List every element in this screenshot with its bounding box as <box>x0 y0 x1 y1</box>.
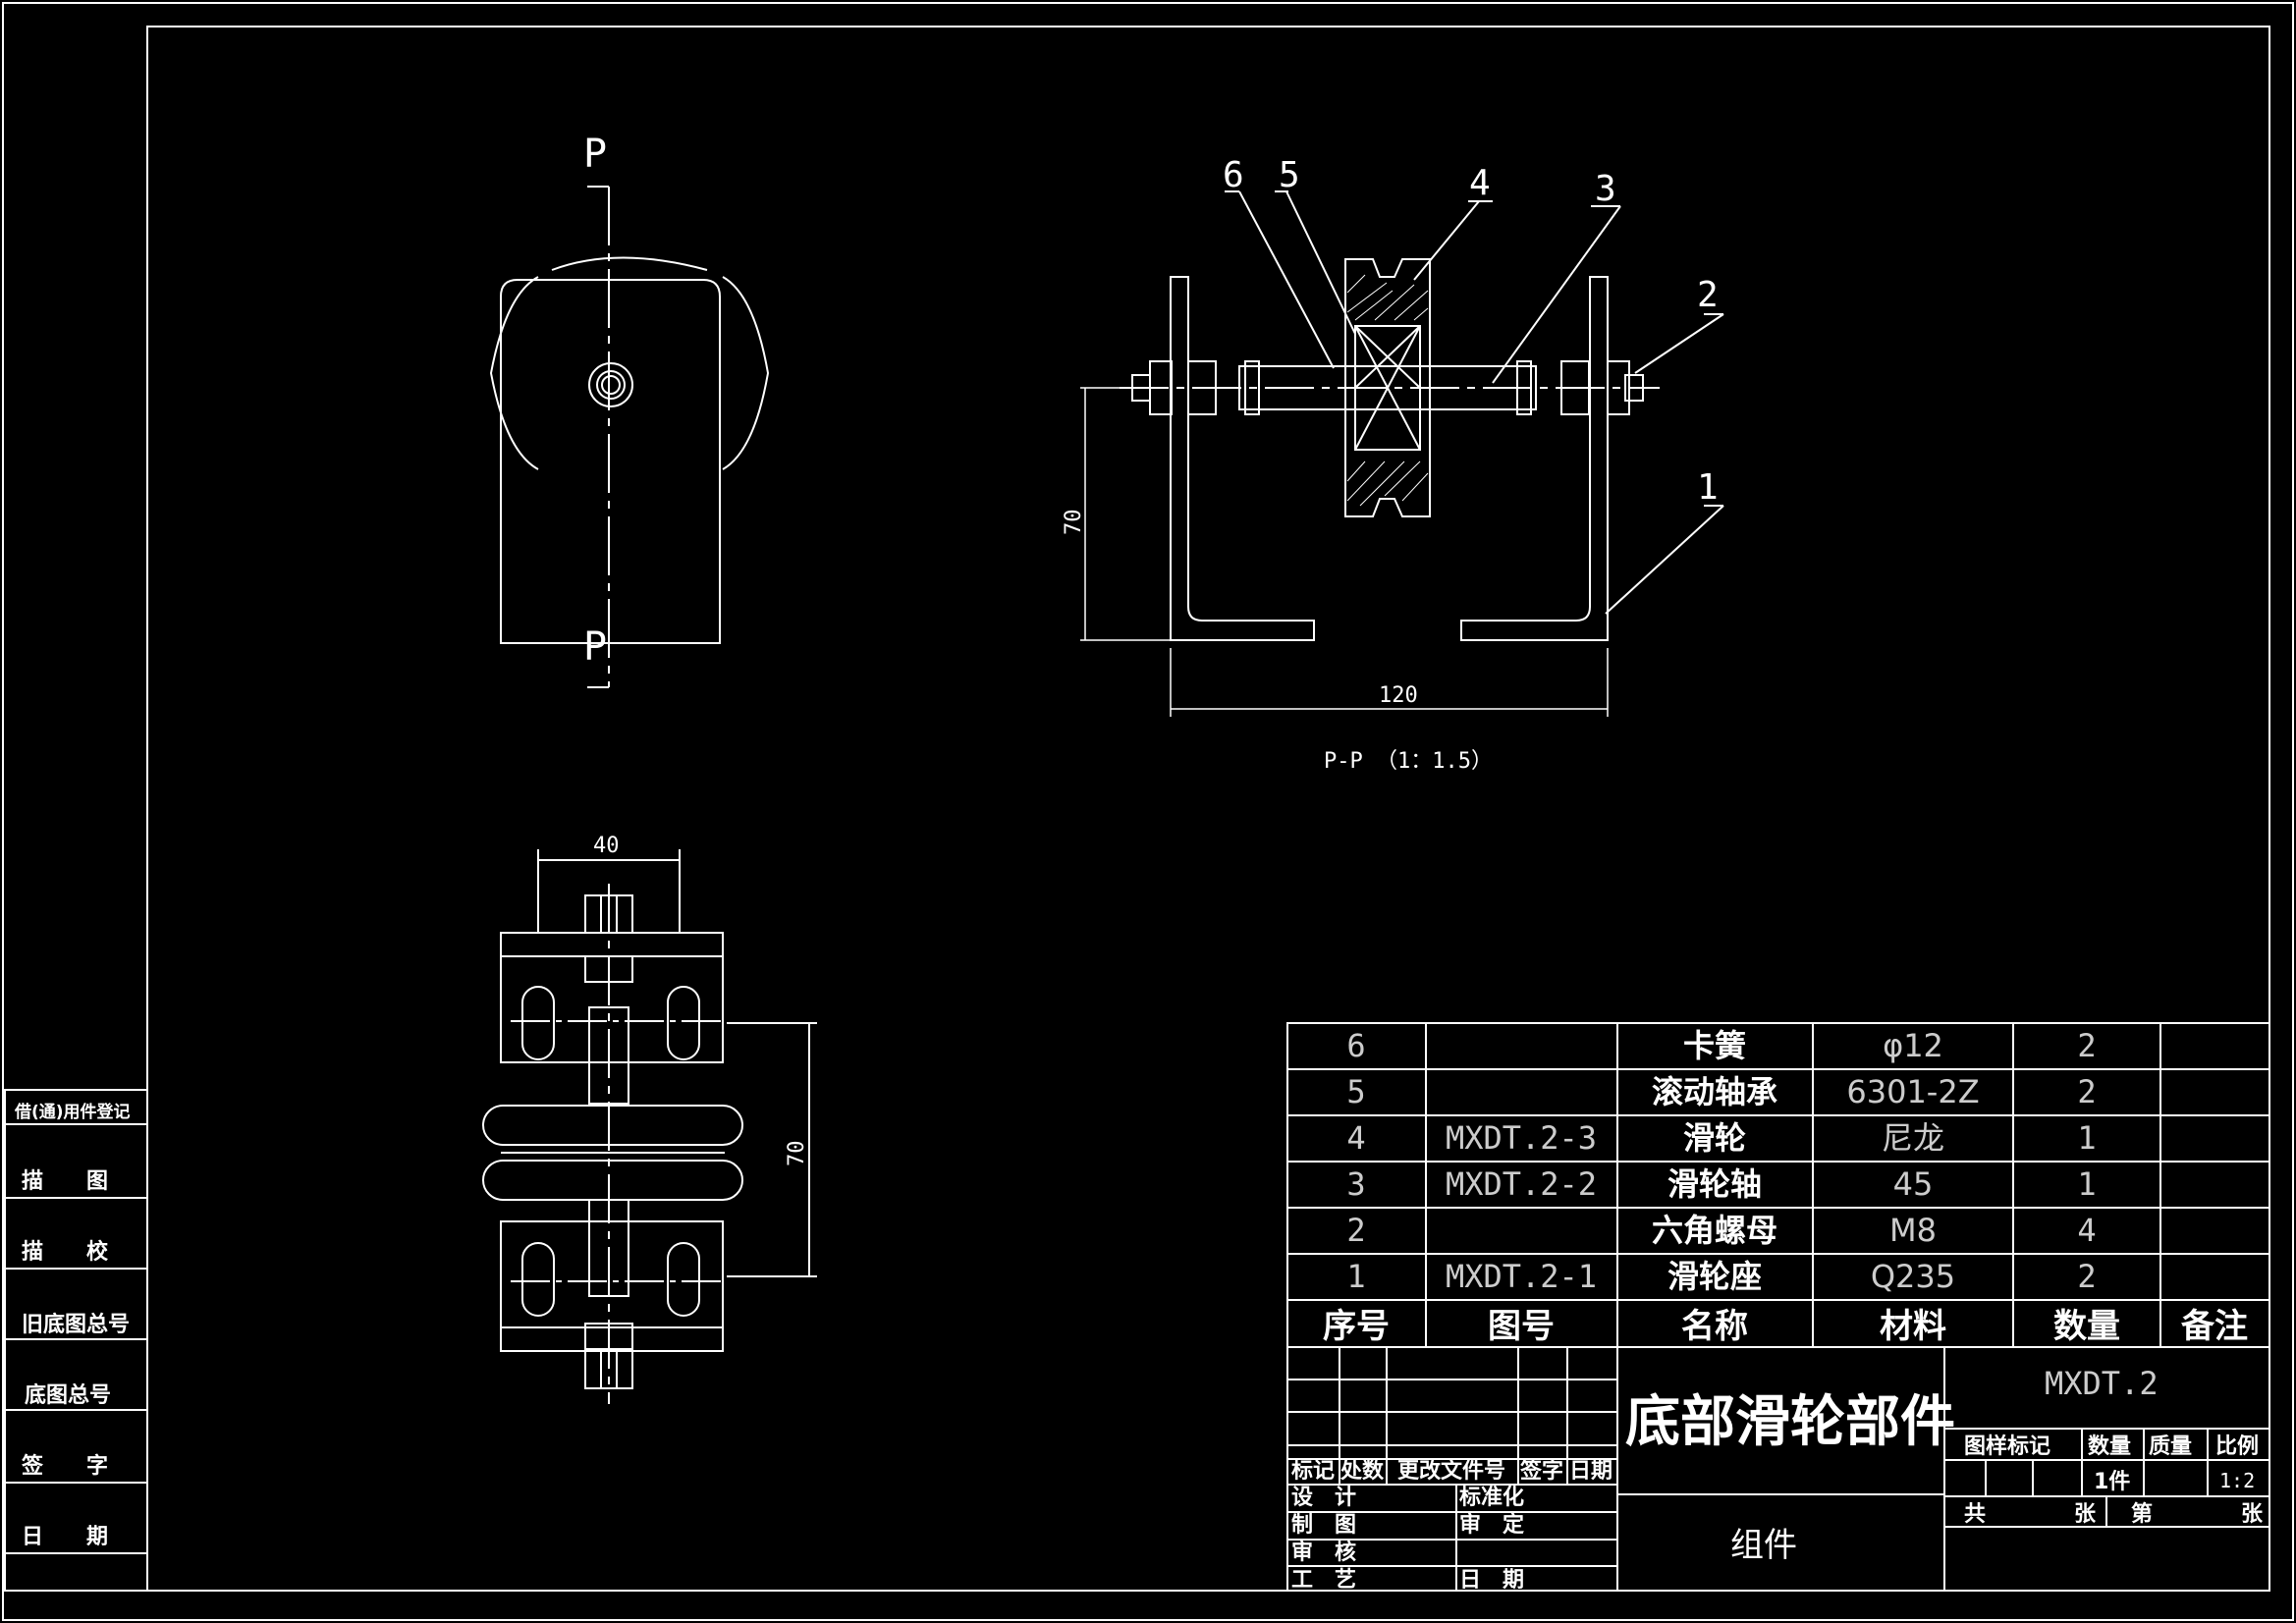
bom-cell-qty: 2 <box>2077 1027 2096 1064</box>
title-block <box>1286 1346 2270 1592</box>
bom-cell-qty: 2 <box>2077 1258 2096 1295</box>
bom-cell-no: 3 <box>1346 1165 1365 1203</box>
bom-header-code: 图号 <box>1488 1307 1555 1346</box>
bom-cell-code: MXDT.2-2 <box>1446 1165 1597 1203</box>
reg-row-5: 签 字 <box>21 1453 108 1479</box>
balloon-2: 2 <box>1697 275 1719 315</box>
inner-border <box>146 26 2270 1592</box>
bom-cell-no: 6 <box>1346 1027 1365 1064</box>
scale-value: 1:2 <box>2219 1469 2255 1492</box>
bom-cell-name: 卡簧 <box>1683 1027 1746 1064</box>
dim-70-side: 70 <box>1062 510 1086 536</box>
reg-row-4: 底图总号 <box>25 1382 111 1408</box>
left-registration-block <box>4 1089 148 1592</box>
rev-header-sign: 签字 <box>1519 1458 1563 1484</box>
bom-cell-no: 2 <box>1346 1212 1365 1249</box>
bom-header-material: 材料 <box>1880 1307 1946 1346</box>
section-label-top: P <box>583 132 607 177</box>
rev-header-file: 更改文件号 <box>1397 1458 1505 1484</box>
drawing-number: MXDT.2 <box>2045 1365 2159 1402</box>
bom-cell-material: 6301-2Z <box>1846 1073 1979 1110</box>
bom-table <box>1286 1022 2270 1348</box>
bom-cell-no: 1 <box>1346 1258 1365 1295</box>
leader-lines <box>1225 190 1724 615</box>
qty-value: 1件 <box>2094 1470 2130 1494</box>
role-design: 设 计 <box>1291 1486 1356 1510</box>
bom-cell-qty: 4 <box>2077 1212 2096 1249</box>
bom-cell-material: Q235 <box>1871 1258 1955 1295</box>
reg-row-0: 借(通)用件登记 <box>14 1102 131 1122</box>
bom-cell-code: MXDT.2-1 <box>1446 1258 1597 1295</box>
drawing-title: 底部滑轮部件 <box>1625 1390 1955 1454</box>
balloon-4: 4 <box>1469 163 1491 203</box>
dim-70-bottom: 70 <box>785 1141 809 1167</box>
bom-cell-qty: 1 <box>2077 1119 2096 1157</box>
wheel-hatching <box>1346 274 1429 507</box>
plan-view <box>482 849 817 1404</box>
reg-row-3: 旧底图总号 <box>22 1312 130 1337</box>
section-view <box>1120 258 1660 641</box>
bom-cell-name: 滑轮轴 <box>1667 1165 1762 1203</box>
section-view-caption: P-P （1：1.5） <box>1324 749 1493 774</box>
dim-120: 120 <box>1379 683 1418 708</box>
section-dimensions <box>1080 387 1609 717</box>
drawing-subtitle: 组件 <box>1730 1526 1797 1565</box>
balloon-3: 3 <box>1595 169 1616 209</box>
bom-cell-code: MXDT.2-3 <box>1446 1119 1597 1157</box>
balloon-6: 6 <box>1223 155 1244 195</box>
bom-cell-name: 六角螺母 <box>1652 1212 1777 1249</box>
section-label-bottom: P <box>583 624 607 670</box>
bom-header-name: 名称 <box>1681 1307 1748 1346</box>
rev-header-date: 日期 <box>1569 1459 1613 1484</box>
dim-40: 40 <box>593 834 620 858</box>
bom-cell-material: M8 <box>1889 1212 1937 1249</box>
rev-header-count: 处数 <box>1339 1458 1385 1484</box>
attr-sample-mark: 图样标记 <box>1964 1434 2050 1459</box>
bom-cell-qty: 2 <box>2077 1073 2096 1110</box>
reg-row-1: 描 图 <box>22 1169 108 1194</box>
bom-cell-name: 滑轮座 <box>1667 1258 1762 1295</box>
role-standard: 标准化 <box>1459 1485 1524 1510</box>
bom-cell-name: 滚动轴承 <box>1652 1073 1777 1110</box>
role-draw: 制 图 <box>1291 1513 1356 1538</box>
reg-row-6: 日 期 <box>22 1525 108 1549</box>
bom-cell-qty: 1 <box>2077 1165 2096 1203</box>
front-view <box>489 186 770 688</box>
bom-header-no: 序号 <box>1323 1307 1390 1346</box>
bom-cell-no: 5 <box>1346 1073 1365 1110</box>
bom-cell-material: 尼龙 <box>1882 1119 1944 1157</box>
balloon-1: 1 <box>1697 467 1719 508</box>
sheet-unit-2: 张 <box>2241 1502 2264 1527</box>
attr-scale: 比例 <box>2215 1434 2259 1459</box>
bom-cell-material: 45 <box>1893 1165 1934 1203</box>
role-process: 工 艺 <box>1291 1567 1356 1593</box>
rev-header-mark: 标记 <box>1291 1458 1335 1484</box>
sheet-of: 第 <box>2131 1501 2153 1527</box>
bom-header-qty: 数量 <box>2053 1307 2120 1346</box>
role-check: 审 核 <box>1291 1540 1356 1565</box>
bom-cell-material: φ12 <box>1883 1027 1943 1064</box>
balloon-5: 5 <box>1279 155 1300 195</box>
role-approve: 审 定 <box>1459 1512 1524 1538</box>
bom-cell-name: 滑轮 <box>1683 1119 1746 1157</box>
bom-cell-no: 4 <box>1346 1119 1365 1157</box>
role-date: 日 期 <box>1459 1568 1524 1593</box>
attr-quantity: 数量 <box>2088 1434 2131 1459</box>
sheet-unit-1: 张 <box>2074 1502 2097 1527</box>
bom-header-note: 备注 <box>2181 1307 2248 1346</box>
reg-row-2: 描 校 <box>22 1239 109 1265</box>
sheet-total: 共 <box>1964 1502 1986 1527</box>
attr-mass: 质量 <box>2149 1434 2192 1459</box>
